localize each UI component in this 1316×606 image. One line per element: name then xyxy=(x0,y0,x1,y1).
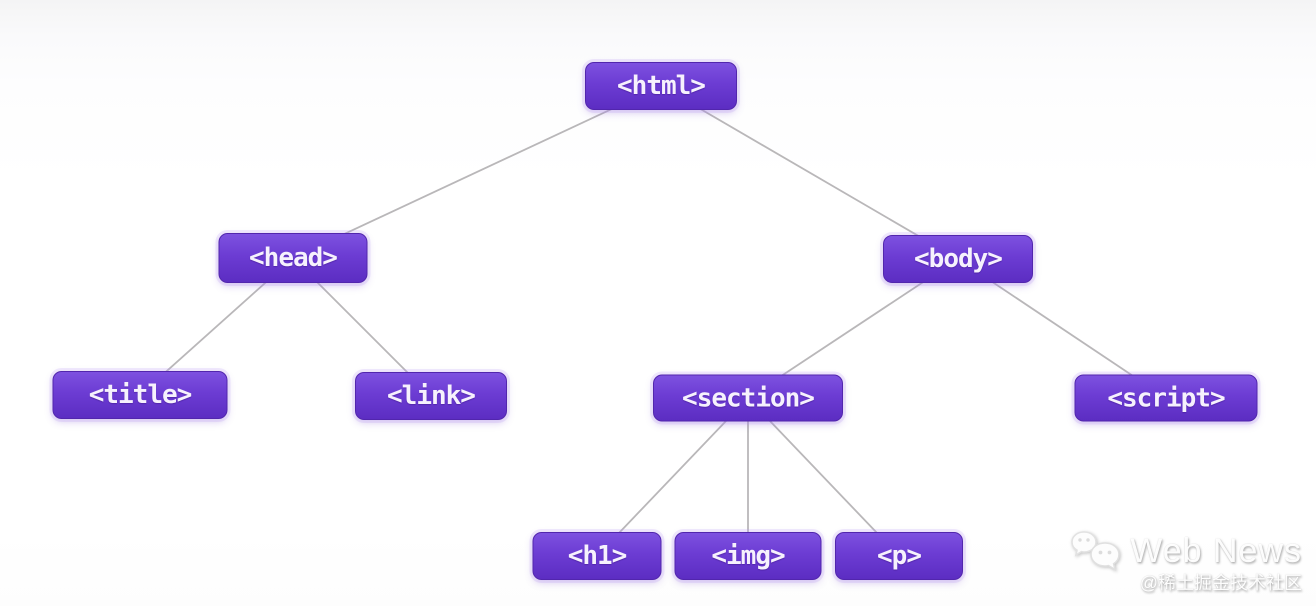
tree-node-title: <title> xyxy=(52,371,228,419)
tree-node-p: <p> xyxy=(835,532,963,580)
tree-node-html: <html> xyxy=(585,62,737,110)
tree-node-script: <script> xyxy=(1074,374,1258,422)
tree-node-img: <img> xyxy=(674,532,822,580)
tree-node-link: <link> xyxy=(355,372,507,420)
edge-html-body xyxy=(660,85,959,260)
edge-section-p xyxy=(747,397,900,557)
edge-section-h1 xyxy=(596,397,749,557)
edge-html-head xyxy=(292,85,662,259)
tree-node-body: <body> xyxy=(883,235,1033,283)
tree-node-section: <section> xyxy=(653,374,843,422)
tree-node-h1: <h1> xyxy=(532,532,662,580)
tree-node-head: <head> xyxy=(218,233,368,283)
